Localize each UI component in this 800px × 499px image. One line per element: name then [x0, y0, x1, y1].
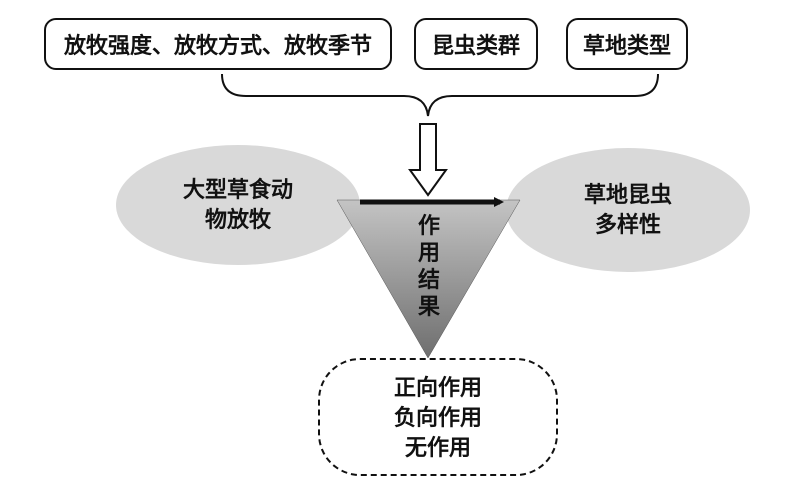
right-ellipse: [506, 148, 750, 272]
left-ellipse: [116, 145, 360, 265]
outcome-positive: 正向作用: [393, 376, 482, 401]
box-insect-groups: 昆虫类群: [414, 18, 538, 70]
outcome-list: 正向作用 负向作用 无作用: [318, 374, 558, 464]
triangle-char: 作: [417, 214, 440, 239]
triangle-char: 果: [417, 295, 440, 320]
left-ellipse-label: 大型草食动 物放牧: [158, 176, 318, 236]
triangle-char: 结: [417, 268, 440, 293]
right-ellipse-line2: 多样性: [594, 213, 661, 238]
right-ellipse-label: 草地昆虫 多样性: [548, 181, 708, 241]
hollow-down-arrow: [408, 123, 448, 197]
triangle-label: 作 用 结 果: [414, 213, 444, 321]
outcome-none: 无作用: [404, 436, 471, 461]
triangle-char: 用: [417, 241, 440, 266]
outcome-box: [318, 358, 558, 476]
brace: [221, 73, 659, 117]
right-ellipse-line1: 草地昆虫: [583, 183, 672, 208]
left-ellipse-line2: 物放牧: [204, 208, 271, 233]
box-grazing-factors: 放牧强度、放牧方式、放牧季节: [44, 18, 392, 70]
outcome-negative: 负向作用: [393, 406, 482, 431]
left-ellipse-line1: 大型草食动: [182, 178, 293, 203]
box-grassland-type: 草地类型: [566, 18, 688, 70]
